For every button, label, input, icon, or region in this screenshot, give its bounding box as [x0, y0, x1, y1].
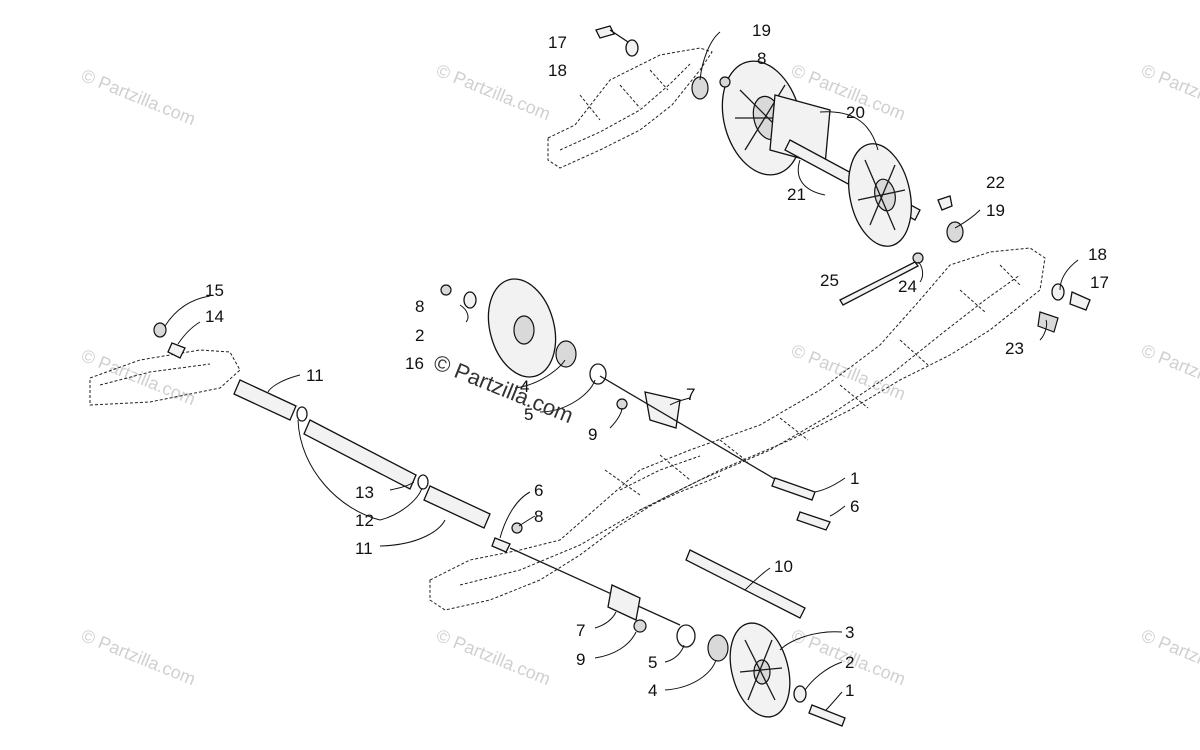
watermark: © Partzilla.com — [79, 65, 199, 129]
bolt-1-lower — [808, 704, 846, 727]
callout-18: 18 — [1088, 245, 1107, 264]
callout-3: 3 — [845, 623, 854, 642]
center-wheel-assembly — [440, 278, 791, 489]
nut-9-lower — [633, 619, 647, 633]
bolt-10 — [685, 549, 806, 619]
rail-top-left — [547, 47, 713, 169]
callout-2: 2 — [415, 326, 424, 345]
watermark: © Partzilla.com — [79, 625, 199, 689]
callout-21: 21 — [787, 185, 806, 204]
callout-2: 2 — [845, 653, 854, 672]
bearing-19-right — [946, 221, 964, 243]
callout-25: 25 — [820, 271, 839, 290]
cross-shaft — [153, 322, 831, 626]
callout-20: 20 — [846, 103, 865, 122]
watermark: © Partzilla.com — [434, 625, 554, 689]
nut-15 — [153, 322, 167, 338]
callout-11: 11 — [306, 366, 324, 385]
rail-right — [89, 349, 241, 406]
snap-ring-5-lower — [676, 624, 696, 648]
callout-17: 17 — [1090, 273, 1109, 292]
watermark: © Partzilla.com — [1139, 60, 1200, 124]
callout-6: 6 — [534, 481, 543, 500]
tube-11-lower — [423, 485, 491, 529]
callout-5: 5 — [524, 405, 533, 424]
callout-22: 22 — [986, 173, 1005, 192]
callout-15: 15 — [205, 281, 224, 300]
callout-11: 11 — [355, 539, 373, 558]
callout-7: 7 — [686, 385, 695, 404]
tube-13 — [303, 419, 417, 490]
nut-24 — [912, 252, 924, 264]
callout-13: 13 — [355, 483, 374, 502]
bolt-25 — [839, 261, 919, 306]
bolt-6-left — [491, 537, 511, 553]
callout-19: 19 — [752, 21, 771, 40]
callout-18: 18 — [548, 61, 567, 80]
cap-23 — [1037, 311, 1059, 333]
callout-1: 1 — [850, 469, 859, 488]
pivot-block-7-upper — [644, 391, 681, 429]
bolt-22 — [937, 195, 953, 211]
watermark: © Partzilla.com — [1139, 625, 1200, 689]
bearing-4-center — [555, 340, 577, 368]
callout-4: 4 — [520, 377, 529, 396]
nut-8-top — [719, 76, 731, 88]
bolt-17-right — [1069, 291, 1091, 311]
bolt-6-right — [796, 511, 831, 531]
callout-9: 9 — [588, 425, 597, 444]
rail-main — [429, 247, 1046, 611]
bolt-17-top — [595, 25, 629, 43]
callout-1: 1 — [845, 681, 854, 700]
callout-23: 23 — [1005, 339, 1024, 358]
callout-5: 5 — [648, 653, 657, 672]
callout-14: 14 — [205, 307, 224, 326]
watermark-layer: © Partzilla.com © Partzilla.com © Partzi… — [79, 60, 1200, 689]
washer-18-right — [1051, 283, 1065, 301]
bolt-1-upper — [771, 477, 816, 501]
nut-9-upper — [616, 398, 628, 410]
callout-10: 10 — [774, 557, 793, 576]
bolt-14 — [167, 342, 186, 359]
bearing-19-top — [691, 76, 709, 100]
callout-16: 16 — [405, 354, 424, 373]
watermark: © Partzilla.com — [434, 60, 554, 124]
callout-19: 19 — [986, 201, 1005, 220]
washer-18-top — [625, 39, 639, 57]
callout-17: 17 — [548, 33, 567, 52]
watermark: © Partzilla.com — [789, 340, 909, 404]
o-ring-12-upper — [296, 406, 308, 422]
callout-12: 12 — [355, 511, 374, 530]
leader-lines — [164, 31, 1079, 711]
o-ring-12-lower — [417, 474, 429, 490]
washer-2-lower — [793, 685, 807, 703]
callout-8: 8 — [534, 507, 543, 526]
bearing-4-lower — [707, 634, 729, 662]
callout-4: 4 — [648, 681, 657, 700]
tube-11-upper — [233, 379, 297, 421]
nut-8-center — [440, 284, 452, 296]
snap-ring-5-center — [589, 363, 607, 385]
rails — [89, 47, 1046, 611]
washer-2-center — [463, 291, 477, 309]
rear-axle-assembly — [595, 25, 1091, 333]
callout-24: 24 — [898, 277, 917, 296]
callout-9: 9 — [576, 650, 585, 669]
watermark: © Partzilla.com — [1139, 340, 1200, 404]
callout-labels: 17 18 19 8 20 21 22 19 18 17 25 24 23 15… — [205, 21, 1109, 700]
pivot-block-7-lower — [607, 584, 641, 621]
lower-wheel-assembly — [607, 549, 846, 727]
callout-7: 7 — [576, 621, 585, 640]
callout-8: 8 — [415, 297, 424, 316]
callout-6: 6 — [850, 497, 859, 516]
callout-8: 8 — [757, 49, 766, 68]
